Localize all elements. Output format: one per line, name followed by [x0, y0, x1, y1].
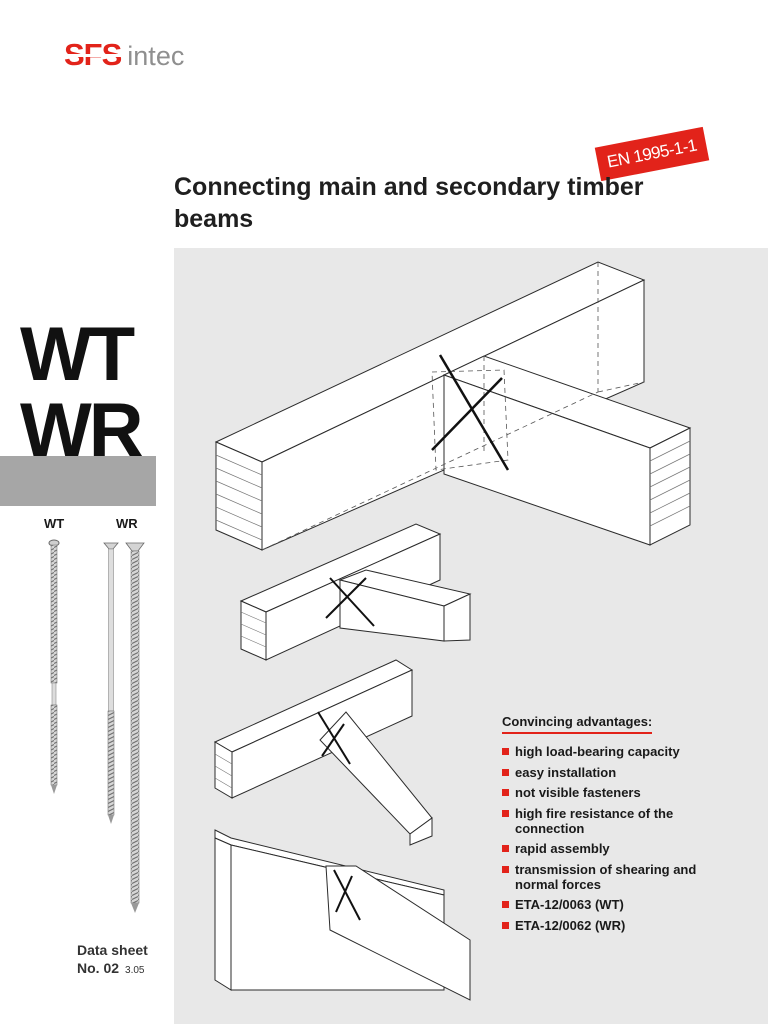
wr-screw-long-icon	[125, 542, 145, 913]
product-code-wt: WT	[20, 312, 135, 397]
datasheet-number-line: No. 02 3.05	[77, 959, 148, 980]
advantage-item: easy installation	[502, 765, 732, 780]
advantage-item: not visible fasteners	[502, 785, 732, 800]
advantage-item: high fire resistance of the connection	[502, 806, 732, 836]
datasheet-version: 3.05	[125, 965, 145, 976]
datasheet-number: No. 02	[77, 960, 120, 976]
page-title: Connecting main and secondary timber bea…	[174, 173, 644, 233]
logo-intec-text: intec	[127, 41, 185, 71]
datasheet-label: Data sheet No. 02 3.05	[77, 941, 148, 980]
advantage-item: transmission of shearing and normal forc…	[502, 862, 732, 892]
beam-junction-angled-drawing	[213, 659, 433, 846]
datasheet-text: Data sheet	[77, 942, 148, 958]
advantage-item: rapid assembly	[502, 841, 732, 856]
grey-accent-bar	[0, 456, 156, 506]
advantage-item: high load-bearing capacity	[502, 744, 732, 759]
product-code-wr: WR	[20, 388, 144, 473]
advantages-section: Convincing advantages: high load-bearing…	[502, 713, 732, 938]
advantage-item: ETA-12/0062 (WR)	[502, 918, 732, 933]
advantages-list: high load-bearing capacity easy installa…	[502, 744, 732, 933]
sfs-intec-logo: SFS intec	[64, 37, 185, 72]
screw-label-wr: WR	[116, 516, 138, 531]
beam-junction-large-drawing	[214, 261, 692, 551]
advantages-title: Convincing advantages:	[502, 714, 653, 734]
screw-label-wt: WT	[44, 516, 65, 531]
wt-screw-icon	[48, 539, 60, 794]
beam-junction-medium-drawing	[239, 523, 472, 661]
beam-junction-sloped-drawing	[214, 829, 471, 1001]
wr-screw-short-icon	[103, 542, 119, 824]
advantage-item: ETA-12/0063 (WT)	[502, 897, 732, 912]
logo-sfs-text: SFS	[64, 37, 122, 72]
